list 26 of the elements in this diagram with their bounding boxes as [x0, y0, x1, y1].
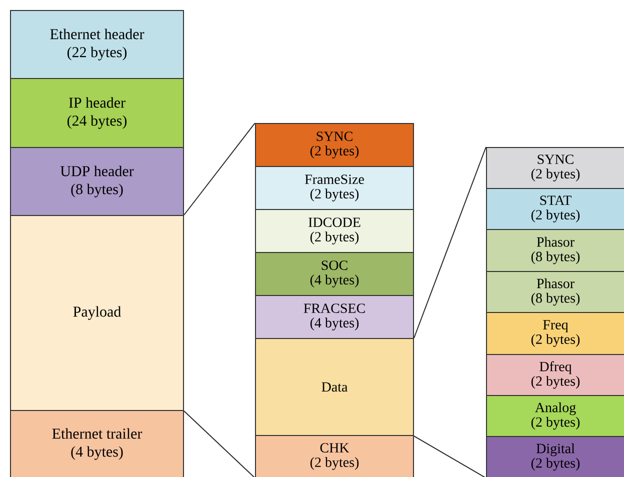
field-box: FRACSEC (4 bytes)	[255, 295, 414, 339]
field-box: IDCODE (2 bytes)	[255, 209, 414, 253]
field-box: SYNC (2 bytes)	[255, 123, 414, 167]
field-box: Digital (2 bytes)	[486, 436, 624, 477]
field-box: CHK (2 bytes)	[255, 435, 414, 477]
zoom-line	[184, 122, 256, 216]
node-label: Phasor	[536, 278, 574, 288]
field-box: Phasor (8 bytes)	[486, 229, 624, 272]
field-box: STAT (2 bytes)	[486, 188, 624, 230]
field-box: Dfreq (2 bytes)	[486, 354, 624, 396]
zoom-line	[414, 146, 486, 338]
field-box: UDP header (8 bytes)	[10, 147, 184, 216]
field-box: SOC (4 bytes)	[255, 252, 414, 296]
zoom-line	[414, 436, 486, 477]
field-box: Analog (2 bytes)	[486, 395, 624, 437]
field-box: Data	[255, 338, 414, 436]
field-box: Payload	[10, 215, 184, 411]
field-box: Ethernet trailer (4 bytes)	[10, 410, 184, 477]
field-box: FrameSize (2 bytes)	[255, 166, 414, 210]
field-box: SYNC (2 bytes)	[486, 147, 624, 189]
zoom-line	[184, 410, 256, 477]
field-box: Ethernet header (22 bytes)	[10, 10, 184, 79]
node-label: (8 bytes)	[531, 292, 580, 306]
field-box: IP header (24 bytes)	[10, 78, 184, 148]
field-box: Phasor (8 bytes)	[486, 271, 624, 313]
field-box: Freq (2 bytes)	[486, 312, 624, 355]
